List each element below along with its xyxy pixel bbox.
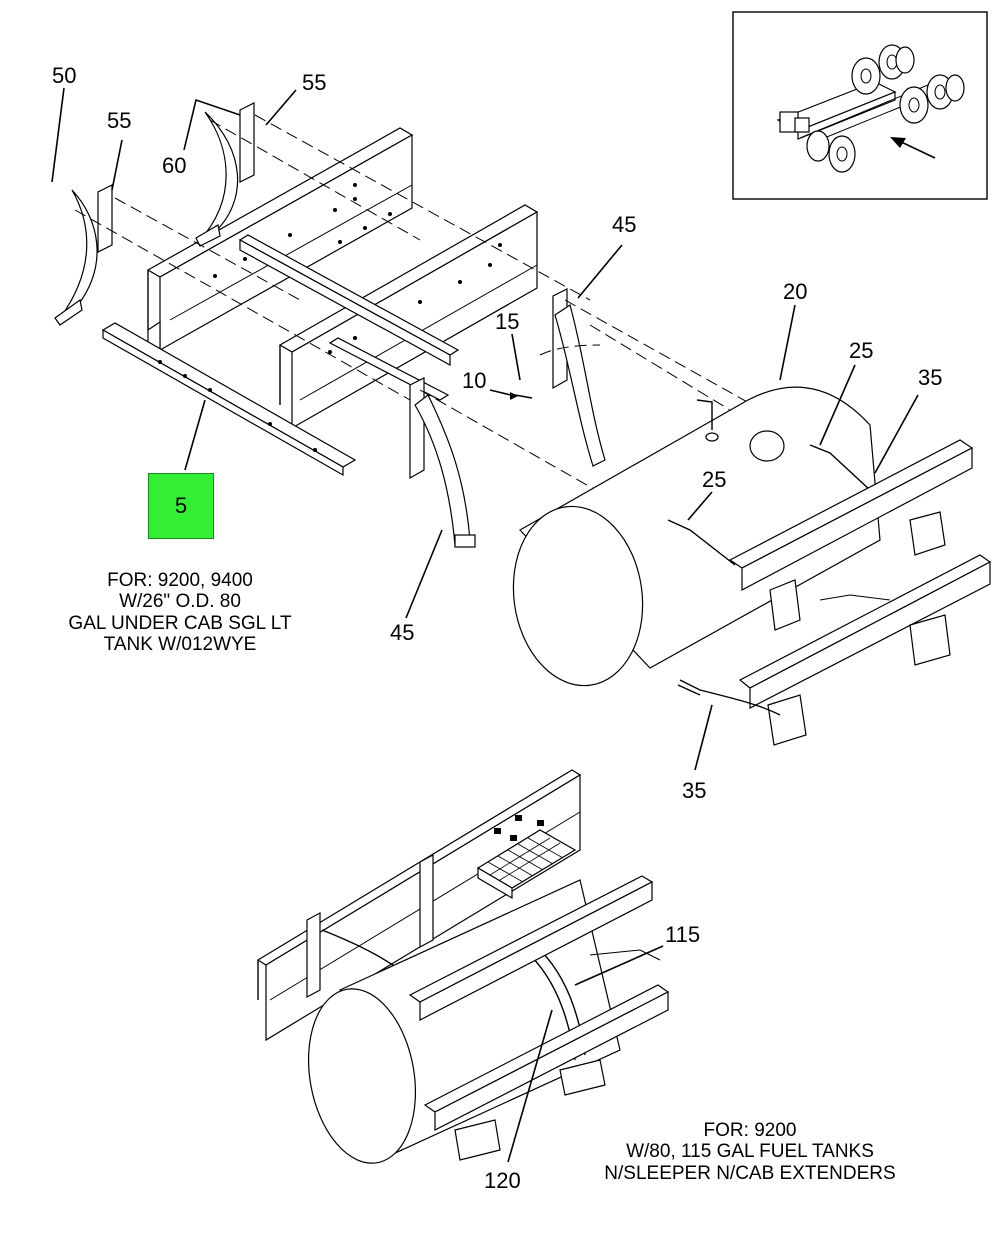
callout-35-lower[interactable]: 35 (682, 778, 707, 803)
bolt-holes (213, 183, 502, 354)
note-bottom-line-3: N/SLEEPER N/CAB EXTENDERS (604, 1162, 896, 1184)
bracket-55-mid (195, 102, 255, 247)
callout-25-lower[interactable]: 25 (702, 467, 727, 492)
fuel-tank-20 (512, 344, 881, 687)
note-top-line-1: FOR: 9200, 9400 (107, 570, 253, 591)
strap-25-upper (809, 444, 871, 491)
bracket-45-right (552, 288, 606, 467)
bracket-45-center (409, 377, 476, 548)
callout-20[interactable]: 20 (783, 279, 808, 304)
locator-inset (732, 11, 988, 200)
note-bottom-line-2: W/80, 115 GAL FUEL TANKS (626, 1141, 874, 1163)
note-top: FOR: 9200, 9400 W/26" O.D. 80 GAL UNDER … (40, 570, 320, 655)
note-top-line-2: W/26" O.D. 80 (119, 591, 241, 613)
chassis-thumbnail (776, 44, 965, 173)
note-bottom-line-1: FOR: 9200 (703, 1120, 797, 1141)
lower-step-rails (408, 875, 670, 1161)
callout-55-left[interactable]: 55 (107, 108, 132, 133)
lower-brackets (306, 853, 434, 999)
locator-arrow-shaft (896, 139, 936, 159)
step-frame-35 (677, 439, 992, 746)
callout-55-mid[interactable]: 55 (302, 70, 327, 95)
step-grate (476, 815, 577, 900)
callout-120[interactable]: 120 (484, 1168, 521, 1193)
callout-45-upper[interactable]: 45 (612, 212, 637, 237)
note-bottom: FOR: 9200 W/80, 115 GAL FUEL TANKS N/SLE… (580, 1120, 920, 1184)
bracket-55-left (54, 184, 113, 326)
callout-5-highlighted[interactable]: 5 (148, 473, 214, 539)
frame-rail-rear (146, 127, 414, 352)
callout-5-label: 5 (174, 493, 188, 518)
callout-10[interactable]: 10 (462, 368, 487, 393)
leader-lines (51, 87, 919, 1163)
note-top-line-3: GAL UNDER CAB SGL LT (68, 612, 292, 634)
callout-60[interactable]: 60 (162, 153, 187, 178)
part-5-bar (101, 322, 357, 477)
note-top-line-4: TANK W/012WYE (103, 633, 257, 655)
fuel-line-15 (489, 374, 533, 421)
callout-50[interactable]: 50 (52, 63, 77, 88)
callout-45-lower[interactable]: 45 (390, 620, 415, 645)
callout-35-upper[interactable]: 35 (918, 365, 943, 390)
strap-25-lower (667, 519, 736, 566)
callout-15[interactable]: 15 (495, 309, 520, 334)
callout-25-upper[interactable]: 25 (849, 338, 874, 363)
locator-arrow-icon (890, 137, 906, 148)
callout-115[interactable]: 115 (665, 922, 701, 947)
